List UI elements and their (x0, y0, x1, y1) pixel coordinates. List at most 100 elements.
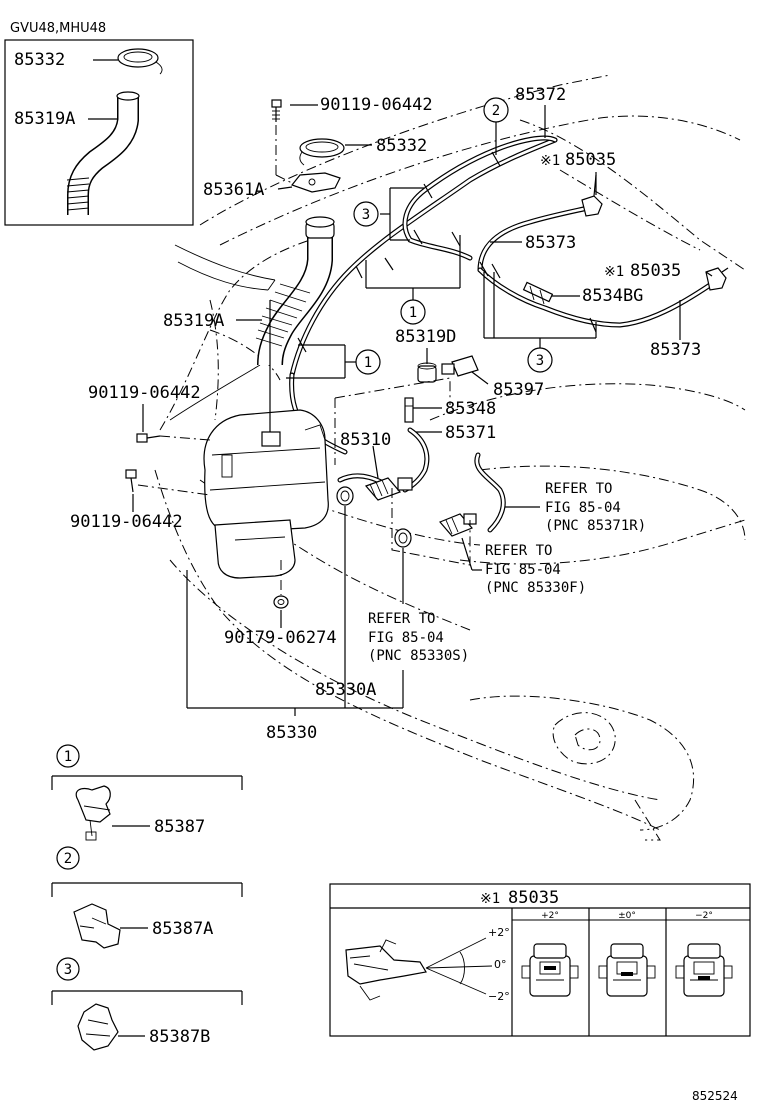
refer-85330F: REFER TO FIG 85-04 (PNC 85330F) (461, 537, 586, 596)
gasket-ring (299, 138, 345, 166)
nozzle-sketch: +2° 0° −2° (345, 926, 510, 1003)
label-85373-top: 85373 (525, 233, 576, 253)
gasket-ring-inset (117, 48, 163, 75)
bolt-lower (125, 469, 137, 493)
figure-id: 852524 (692, 1089, 738, 1103)
label-85035-top: 85035 (565, 150, 616, 170)
label-85348: 85348 (445, 399, 496, 419)
detail-col-plus: +2° (541, 911, 559, 921)
detail-title: 85035 (508, 888, 559, 908)
nozzle-detail-box: ※1 85035 +2° ±0° −2° +2° 0° −2° (329, 883, 751, 1037)
callout-1-mid: 1 (409, 305, 417, 321)
flow-arrows (169, 244, 276, 421)
model-codes: GVU48,MHU48 (10, 21, 106, 36)
refer-85330S-line2: FIG 85-04 (368, 630, 444, 646)
callout-1-left: 1 (364, 355, 372, 371)
callout-3-top: 3 (362, 207, 370, 223)
callout-bracket-3-top: 3 (353, 187, 424, 241)
detail-note-mark: ※1 (480, 891, 500, 907)
note-mark-top: ※1 (540, 153, 560, 169)
label-85330A: 85330A (315, 680, 376, 700)
label-85035-right: 85035 (630, 261, 681, 281)
clip-legend-1-num: 1 (64, 749, 72, 765)
washer-hose-85371R (474, 452, 506, 533)
clip-legend-3-num: 3 (64, 962, 72, 978)
nozzle-view-minus (675, 943, 733, 997)
label-85371: 85371 (445, 423, 496, 443)
label-85332-inset: 85332 (14, 50, 65, 70)
pump-85330F (438, 513, 477, 537)
refer-85371R-line2: FIG 85-04 (545, 500, 621, 516)
nozzle-85035-top (581, 174, 603, 217)
clip-85387A-icon (73, 903, 121, 949)
clip-legend-3: 3 85387B (51, 957, 243, 1051)
label-90119-06442-lower: 90119-06442 (70, 512, 183, 532)
refer-85371R-line1: REFER TO (545, 481, 612, 497)
label-90179-06274: 90179-06274 (224, 628, 337, 648)
label-85372: 85372 (515, 85, 566, 105)
clip-legend-1: 1 85387 (51, 744, 243, 841)
inlet-hose-inset (66, 91, 140, 215)
label-85319A-inset: 85319A (14, 109, 75, 129)
grommet-85330A-1 (336, 486, 354, 506)
label-85332: 85332 (376, 136, 427, 156)
callout-bracket-3-right: 3 (483, 272, 597, 373)
refer-85330S: REFER TO FIG 85-04 (PNC 85330S) (368, 611, 469, 664)
detail-angle-zero: 0° (494, 958, 507, 971)
label-8534BG: 8534BG (582, 286, 643, 306)
dashed-frames (334, 377, 471, 566)
label-85330: 85330 (266, 723, 317, 743)
refer-85371R: REFER TO FIG 85-04 (PNC 85371R) (505, 481, 646, 534)
clip-legend-2: 2 85387A (51, 846, 243, 949)
refer-85330F-line1: REFER TO (485, 543, 552, 559)
callout-2-label: 2 (492, 103, 500, 119)
refer-85330F-line2: FIG 85-04 (485, 562, 561, 578)
label-85310: 85310 (340, 430, 391, 450)
inlet-hose-85319A (255, 216, 335, 366)
note-mark-right: ※1 (604, 264, 624, 280)
inset-frame (4, 39, 194, 226)
grommet-85330A-2 (394, 528, 412, 548)
label-85373-right: 85373 (650, 340, 701, 360)
washer-hose-85373-top (477, 205, 591, 273)
callout-bracket-1-mid: 1 (365, 235, 461, 325)
refer-85330S-line1: REFER TO (368, 611, 435, 627)
detail-col-minus: −2° (695, 911, 713, 921)
bracket-85330 (186, 570, 404, 716)
joint-8534BG (522, 281, 554, 305)
label-90119-06442-left: 90119-06442 (88, 383, 201, 403)
detail-col-zero: ±0° (618, 911, 636, 921)
clip-legend-2-part: 85387A (152, 919, 213, 939)
label-85361A: 85361A (203, 180, 264, 200)
detail-angle-plus: +2° (488, 926, 510, 939)
refer-85330F-line3: (PNC 85330F) (485, 580, 586, 596)
label-85397: 85397 (493, 380, 544, 400)
bracket-85361A (291, 172, 341, 193)
refer-85330S-line3: (PNC 85330S) (368, 648, 469, 664)
grommet-85319D (417, 362, 437, 383)
label-85319D: 85319D (395, 327, 456, 347)
nozzle-view-plus (521, 943, 579, 997)
vehicle-body-outline (154, 74, 746, 841)
clip-legend-3-part: 85387B (149, 1027, 210, 1047)
clip-legend-1-part: 85387 (154, 817, 205, 837)
motor-85397 (441, 355, 479, 377)
callout-bracket-1-left: 1 (286, 344, 381, 379)
clip-85387-icon (75, 785, 111, 841)
check-valve-85348 (404, 397, 414, 423)
bolt-left (136, 433, 161, 443)
detail-angle-minus: −2° (488, 990, 510, 1003)
clip-85387B-icon (77, 1003, 119, 1051)
nozzle-85035-right (705, 267, 729, 291)
label-85319A: 85319A (163, 311, 224, 331)
washer-hose-85373-right (477, 267, 713, 328)
bolt-top (271, 99, 282, 122)
washer-tank-85330 (203, 300, 329, 579)
clip-legend-2-num: 2 (64, 851, 72, 867)
callout-2-top: 2 (483, 97, 509, 155)
callout-3-right: 3 (536, 353, 544, 369)
nozzle-view-zero (598, 943, 656, 997)
grommet-90179 (273, 595, 289, 609)
washer-pump-85310 (364, 477, 413, 501)
